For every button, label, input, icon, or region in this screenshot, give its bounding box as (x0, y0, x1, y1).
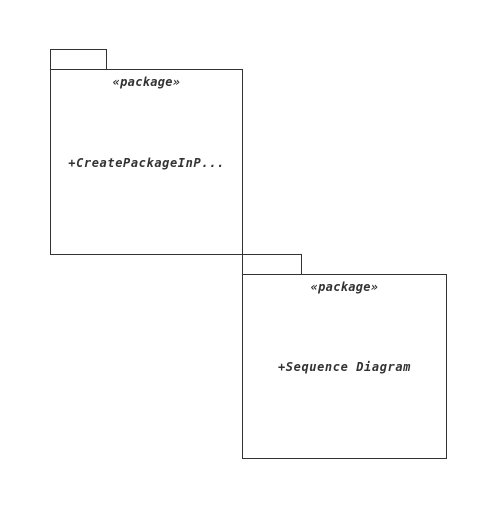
package-tab-create-package (50, 49, 107, 70)
package-name: +CreatePackageInP... (68, 156, 225, 170)
package-stereotype: «package» (112, 75, 181, 89)
package-name: +Sequence Diagram (277, 360, 412, 374)
package-tab-sequence-diagram (242, 254, 302, 275)
package-create-package[interactable]: «package» +CreatePackageInP... (50, 69, 243, 255)
package-stereotype: «package» (310, 280, 379, 294)
package-sequence-diagram[interactable]: «package» +Sequence Diagram (242, 274, 447, 459)
